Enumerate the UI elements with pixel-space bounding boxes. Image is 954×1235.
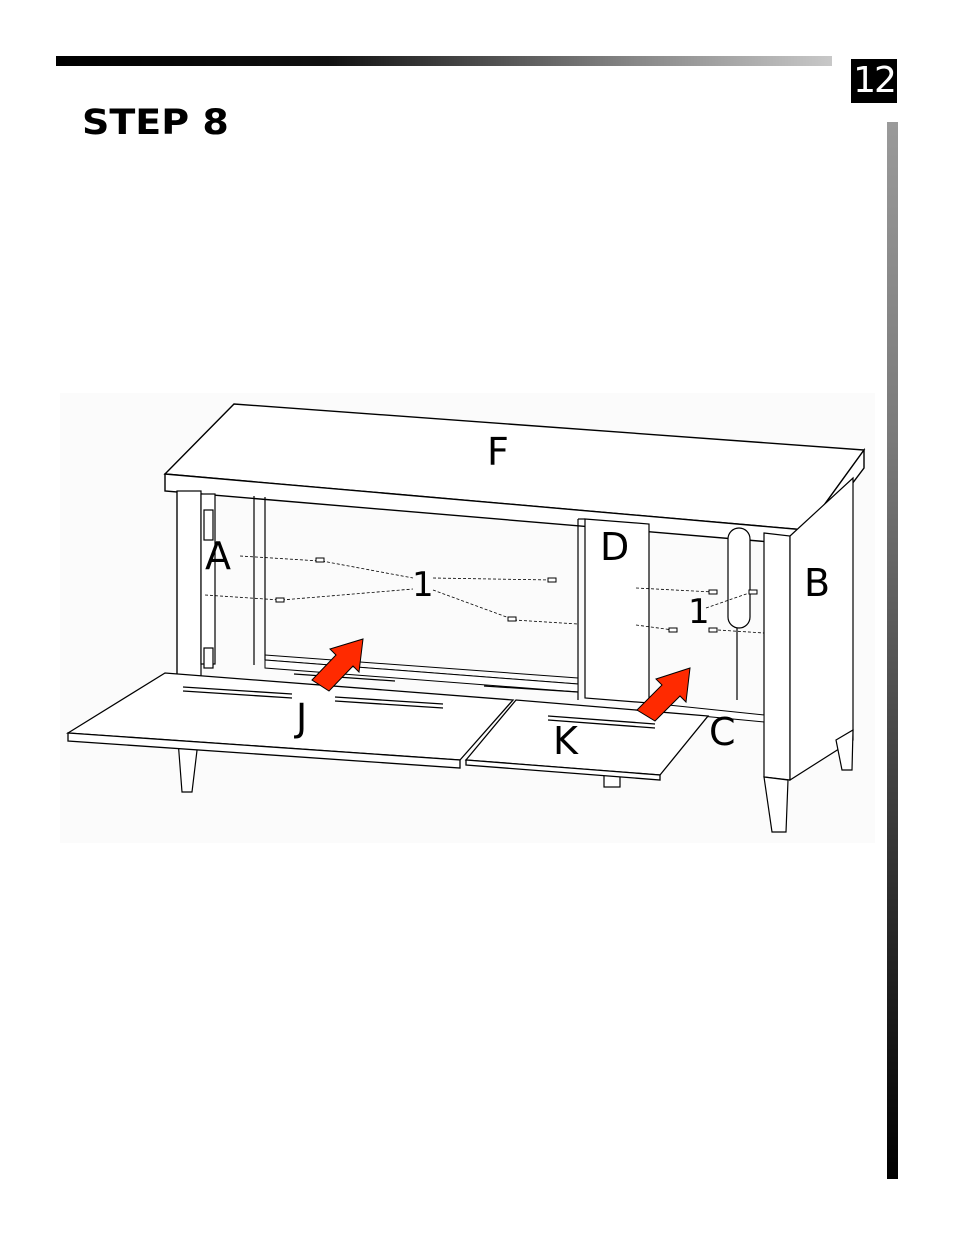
step-title: STEP 8 (82, 102, 229, 142)
label-c: C (709, 710, 736, 754)
page-number: 12 (851, 59, 897, 103)
label-b: B (804, 561, 830, 605)
assembly-illustration: F A D B J K C 1 1 (60, 393, 875, 843)
label-hardware-1: 1 (412, 565, 434, 605)
side-gradient-bar (887, 122, 898, 1179)
label-a: A (205, 534, 231, 578)
label-d: D (600, 525, 629, 569)
header-gradient-bar (56, 56, 832, 66)
label-k: K (553, 719, 579, 763)
label-f: F (487, 430, 509, 474)
label-hardware-1-right: 1 (688, 592, 710, 632)
label-j: J (294, 696, 307, 740)
